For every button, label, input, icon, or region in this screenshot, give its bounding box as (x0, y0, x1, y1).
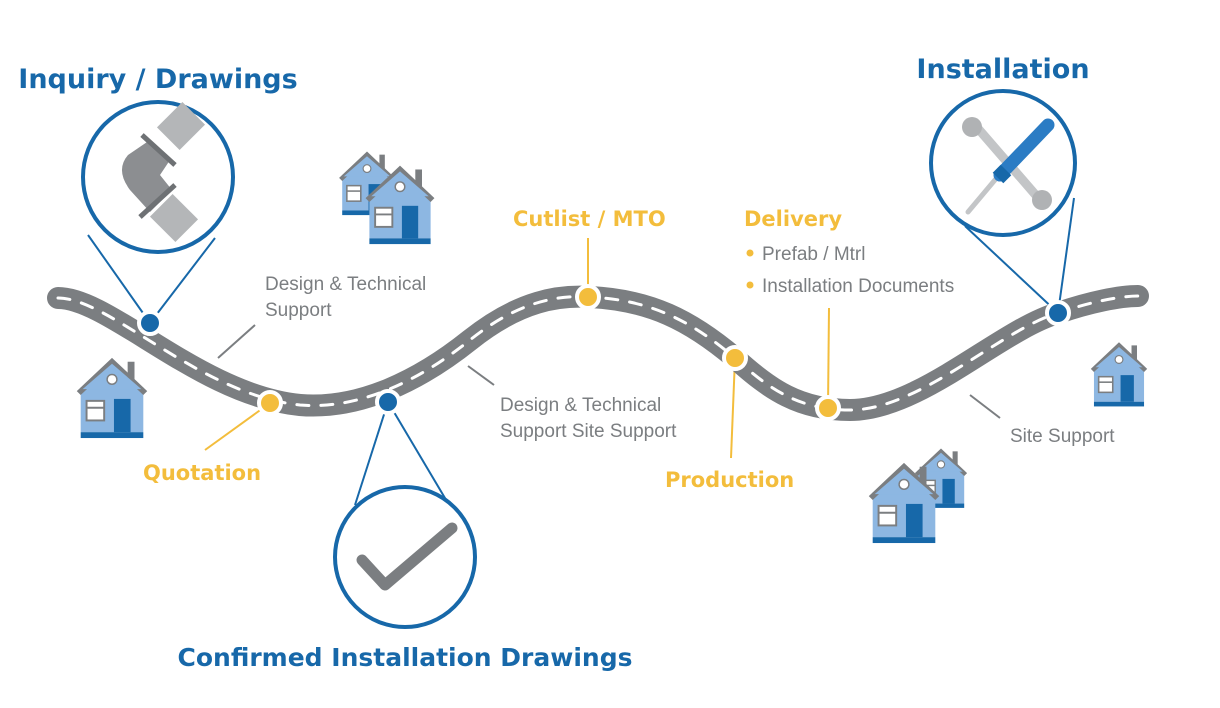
bullet-icon (746, 249, 754, 257)
confirmed-title: Confirmed Installation Drawings (178, 643, 633, 672)
production-label: Production (665, 468, 794, 492)
delivery-item: Prefab / Mtrl (762, 244, 865, 265)
installation-title: Installation (916, 54, 1089, 85)
design-site-support-note-line1: Design & Technical (500, 395, 661, 416)
pipe-elbow-icon (121, 101, 206, 243)
design-site-support-note-line2: Support Site Support (500, 421, 677, 442)
node-installation (1045, 300, 1071, 326)
delivery-label: Delivery (744, 207, 842, 231)
confirmed-callout (333, 485, 477, 629)
wrench-screwdriver-icon (962, 117, 1055, 215)
bullet-icon (746, 281, 754, 289)
design-support-note-line1: Design & Technical (265, 274, 426, 295)
checkmark-icon (356, 522, 458, 591)
node-confirmed (375, 389, 401, 415)
node-inquiry (137, 310, 163, 336)
node-quotation (257, 390, 283, 416)
node-delivery (815, 395, 841, 421)
leader-lines (87, 197, 1075, 521)
road-dashes (56, 294, 1140, 412)
road (47, 285, 1149, 422)
quotation-label: Quotation (143, 461, 261, 485)
node-production (722, 345, 748, 371)
house-icon (1090, 341, 1148, 408)
house-icon (75, 356, 149, 440)
site-support-note: Site Support (1010, 426, 1115, 447)
cutlist-label: Cutlist / MTO (513, 207, 666, 231)
inquiry-title: Inquiry / Drawings (18, 64, 297, 95)
node-cutlist (575, 284, 601, 310)
delivery-item: Installation Documents (762, 276, 954, 297)
design-support-note-line2: Support (265, 300, 332, 321)
